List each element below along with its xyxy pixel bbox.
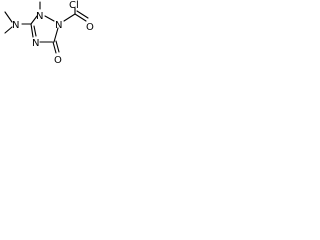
bond-c5-o-double <box>55 40 60 53</box>
atom-n-dimethylamino: N <box>12 20 19 31</box>
bond-n-n <box>44 15 55 22</box>
molecule-structure: N N N N O O Cl <box>4 0 94 66</box>
atom-n-ring-methyl: N <box>36 11 43 22</box>
bond-ring-c5-n1 <box>53 27 59 43</box>
atom-o-ring-carbonyl: O <box>54 55 62 66</box>
bond-nme2-methyl-lower <box>4 26 13 34</box>
atom-cl: Cl <box>69 0 79 11</box>
bond-ring-c-n-imine-inner <box>33 25 37 37</box>
bond-acyl-o-double <box>76 10 89 19</box>
bond-acyl-o <box>74 13 87 22</box>
atom-n-ring-carbonyl: N <box>55 20 62 31</box>
bond-c5-o <box>52 41 57 54</box>
bond-n1-acyl <box>63 13 76 22</box>
atom-n-ring-imine: N <box>32 38 39 49</box>
bond-nme2-methyl-upper <box>4 11 13 23</box>
atom-o-acyl: O <box>86 22 94 33</box>
bond-ring-c-n-imine <box>30 23 34 38</box>
bond-ring-c-n-methyl <box>30 15 38 25</box>
